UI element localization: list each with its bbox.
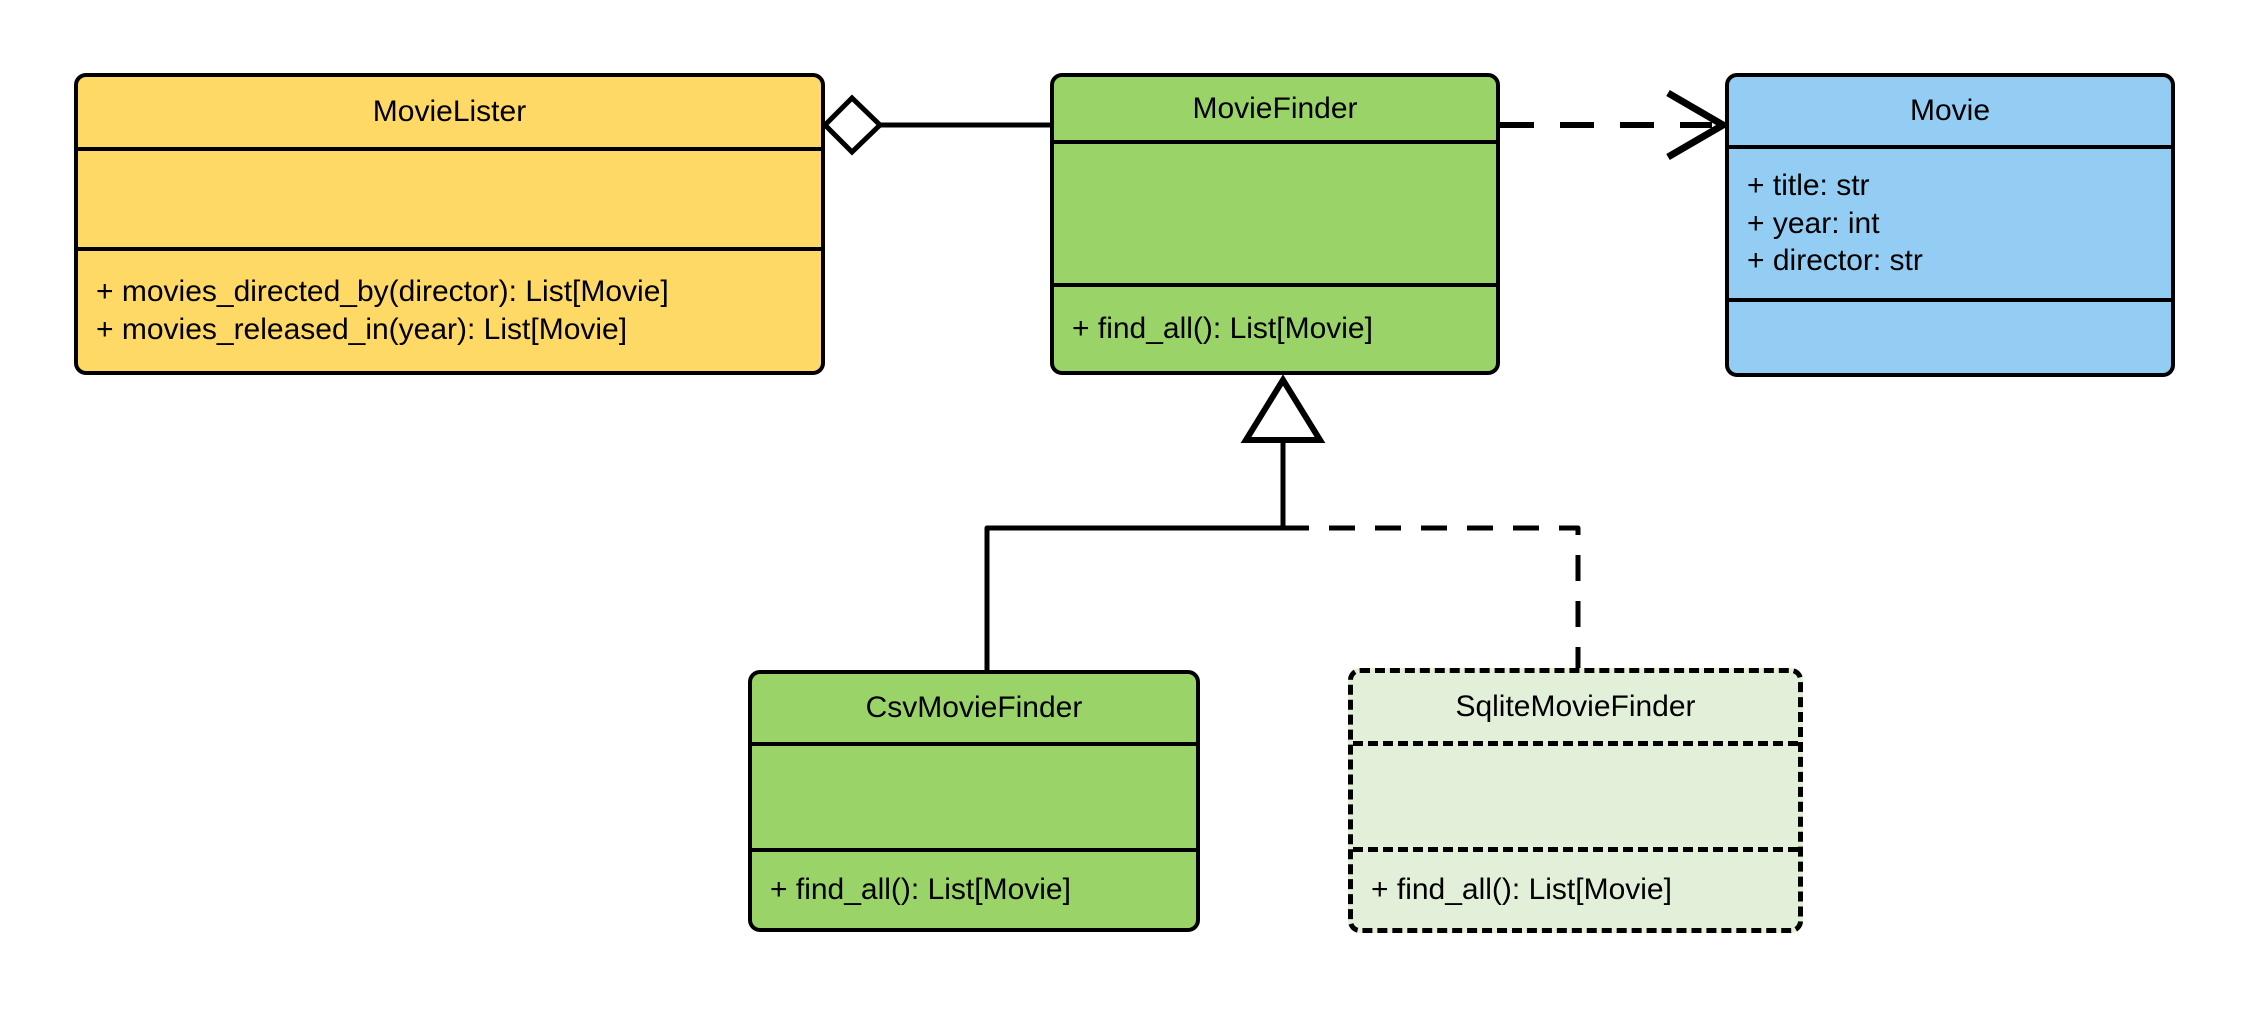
methods-compartment-movie: [1729, 298, 2171, 373]
class-box-csv-movie-finder[interactable]: CsvMovieFinder + find_all(): List[Movie]: [748, 670, 1200, 932]
attributes-compartment-movie-lister: [78, 147, 821, 247]
generalization-branch-sqlite: [1283, 525, 1581, 668]
generalization-branch-csv: [984, 525, 1283, 670]
attributes-compartment-csv-movie-finder: [752, 742, 1196, 848]
aggregation-lister-finder: [821, 94, 1050, 156]
attributes-compartment-movie: + title: str + year: int + director: str: [1729, 145, 2171, 298]
class-name-csv-movie-finder: CsvMovieFinder: [865, 691, 1083, 724]
class-box-movie[interactable]: Movie + title: str + year: int + directo…: [1725, 73, 2175, 377]
attribute-item: + director: str: [1747, 244, 1923, 278]
generalization-csv-finder: [984, 525, 1283, 670]
class-name-movie-lister: MovieLister: [372, 95, 527, 128]
attribute-item: + title: str: [1747, 168, 1870, 202]
hollow-diamond-icon: [821, 94, 884, 156]
class-name-movie: Movie: [1909, 94, 1991, 127]
method-item: + movies_directed_by(director): List[Mov…: [96, 275, 669, 309]
open-arrow-icon: [1666, 89, 1730, 161]
generalization-sqlite-finder: [1283, 525, 1581, 668]
methods-compartment-movie-finder: + find_all(): List[Movie]: [1054, 283, 1496, 371]
class-name-sqlite-movie-finder: SqliteMovieFinder: [1455, 690, 1696, 723]
methods-compartment-sqlite-movie-finder: + find_all(): List[Movie]: [1353, 847, 1798, 928]
attributes-compartment-sqlite-movie-finder: [1353, 741, 1798, 847]
method-item: + find_all(): List[Movie]: [1072, 312, 1373, 346]
dependency-finder-movie: [1500, 89, 1730, 161]
methods-compartment-movie-lister: + movies_directed_by(director): List[Mov…: [78, 247, 821, 371]
method-item: + movies_released_in(year): List[Movie]: [96, 313, 628, 346]
method-item: + find_all(): List[Movie]: [1371, 873, 1672, 907]
method-item: + find_all(): List[Movie]: [770, 873, 1071, 907]
class-box-sqlite-movie-finder[interactable]: SqliteMovieFinder + find_all(): List[Mov…: [1348, 668, 1803, 933]
attribute-item: + year: int: [1747, 206, 1880, 240]
generalization-trunk: [1240, 374, 1326, 528]
hollow-triangle-icon: [1240, 374, 1326, 443]
methods-compartment-csv-movie-finder: + find_all(): List[Movie]: [752, 848, 1196, 928]
class-box-movie-lister[interactable]: MovieLister + movies_directed_by(directo…: [74, 73, 825, 375]
class-name-movie-finder: MovieFinder: [1192, 91, 1358, 125]
class-box-movie-finder[interactable]: MovieFinder + find_all(): List[Movie]: [1050, 73, 1500, 375]
attributes-compartment-movie-finder: [1054, 140, 1496, 283]
